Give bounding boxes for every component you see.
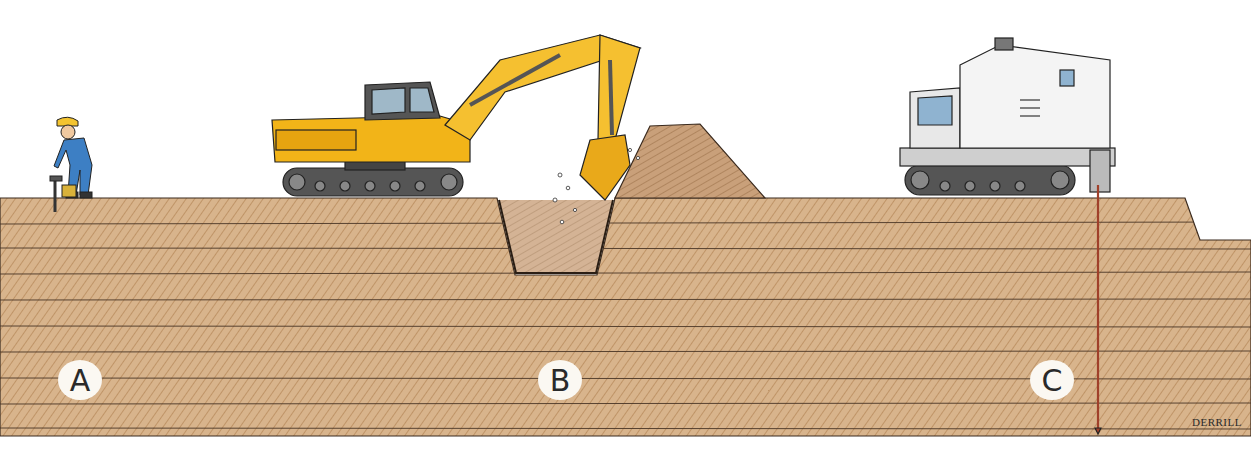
worker bbox=[50, 117, 92, 212]
excavator bbox=[272, 35, 640, 200]
section-letter: A bbox=[58, 360, 102, 400]
section-letter: C bbox=[1030, 360, 1074, 400]
drill-rig bbox=[900, 38, 1115, 434]
section-letter: B bbox=[538, 360, 582, 400]
artist-signature: DERRILL bbox=[1188, 414, 1246, 430]
